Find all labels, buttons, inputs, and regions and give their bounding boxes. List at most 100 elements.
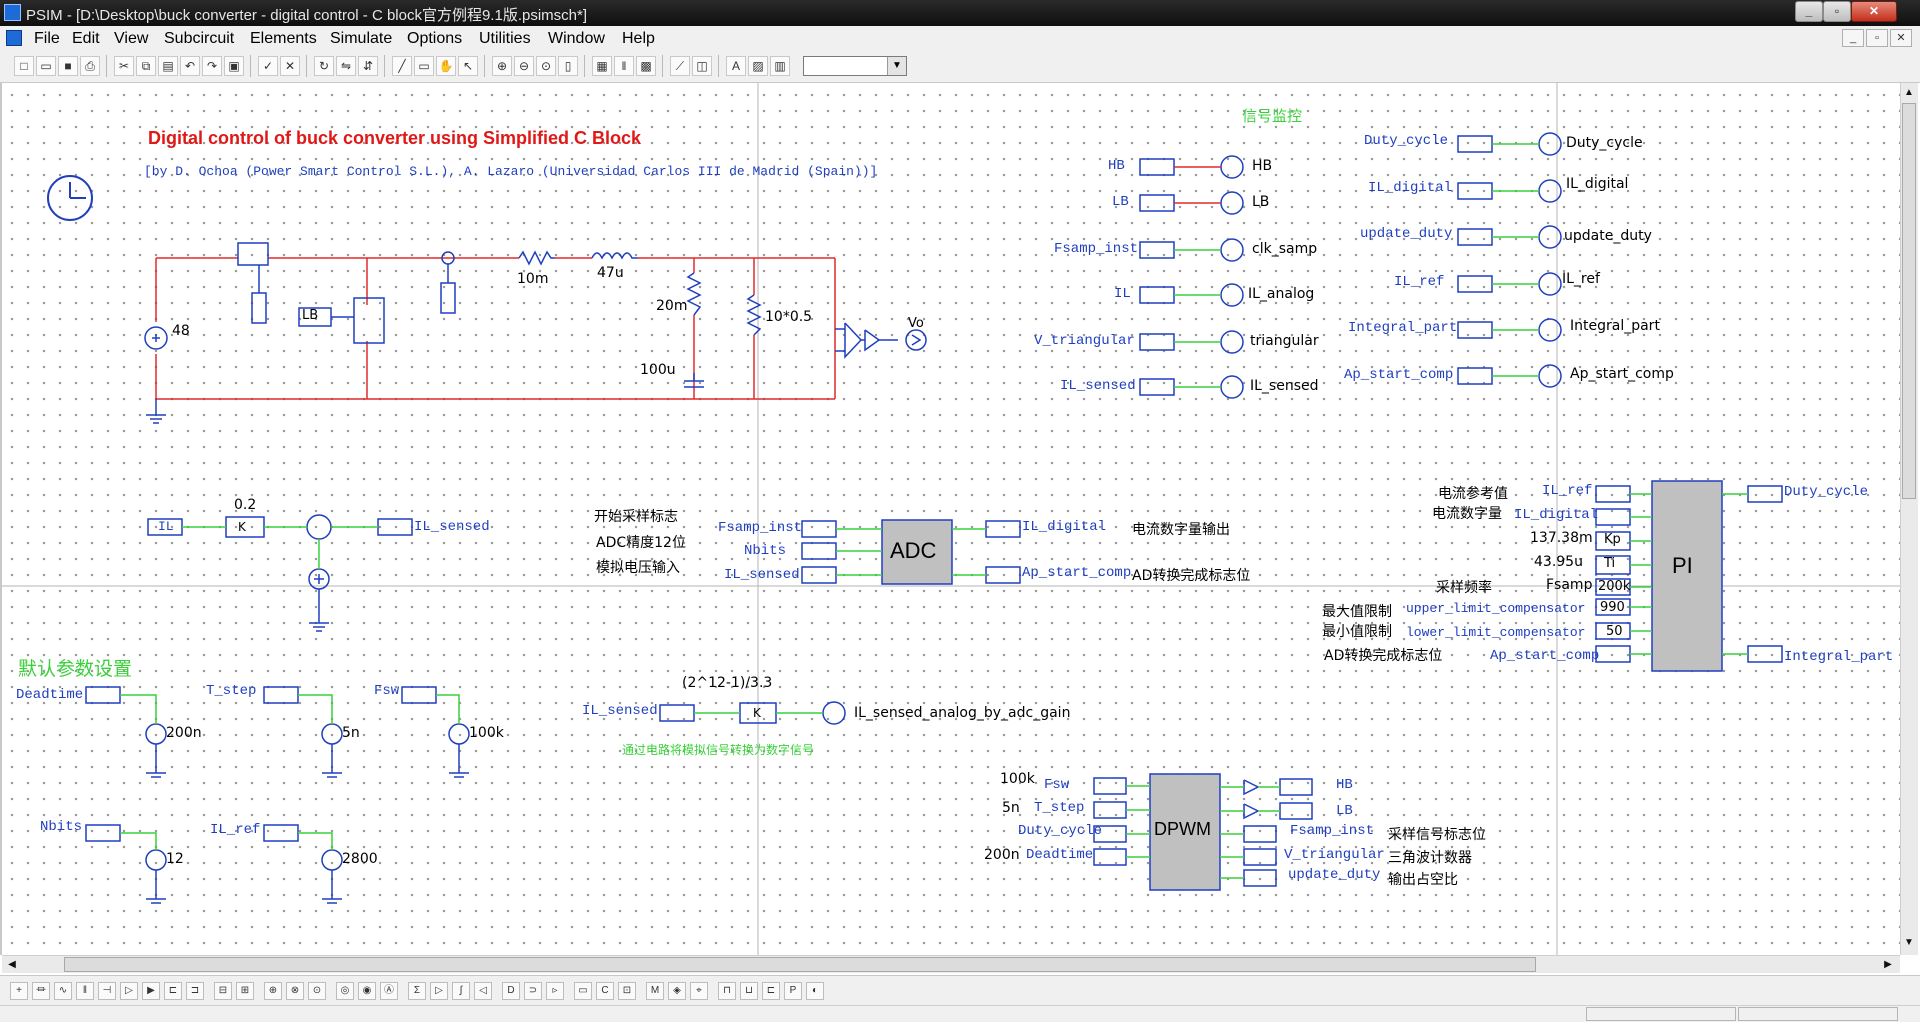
- motor-icon[interactable]: M: [646, 982, 664, 1000]
- wire-icon[interactable]: ╱: [392, 56, 412, 76]
- zoom-in-icon[interactable]: ⊕: [492, 56, 512, 76]
- dpwm-block-label[interactable]: DPWM: [1154, 819, 1211, 839]
- close-button[interactable]: ✕: [1851, 1, 1897, 22]
- menu-elements[interactable]: Elements: [250, 30, 317, 47]
- or-gate-icon[interactable]: ⊃: [524, 982, 542, 1000]
- image-icon[interactable]: ▨: [748, 56, 768, 76]
- not-gate-icon[interactable]: ▹: [546, 982, 564, 1000]
- check-icon[interactable]: ✓: [258, 56, 278, 76]
- diode-icon[interactable]: ▷: [120, 982, 138, 1000]
- zoom-combo[interactable]: ▼: [803, 56, 907, 76]
- text-icon[interactable]: A: [726, 56, 746, 76]
- menu-subcircuit[interactable]: Subcircuit: [164, 30, 235, 47]
- scroll-up-icon[interactable]: ▲: [1904, 87, 1914, 98]
- select-icon[interactable]: ↖: [458, 56, 478, 76]
- gain-icon[interactable]: ▷: [430, 982, 448, 1000]
- parameter-icon[interactable]: ▥: [770, 56, 790, 76]
- flip-tb-icon[interactable]: ⇵: [358, 56, 378, 76]
- capacitor-icon[interactable]: ‖: [76, 982, 94, 1000]
- inductor-icon[interactable]: ∿: [54, 982, 72, 1000]
- vertical-scroll-thumb[interactable]: [1902, 103, 1916, 499]
- new-icon[interactable]: □: [14, 56, 34, 76]
- schematic-canvas[interactable]: Digital control of buck converter using …: [0, 83, 1918, 955]
- current-source-icon[interactable]: ⊙: [308, 982, 326, 1000]
- redo-icon[interactable]: ↷: [202, 56, 222, 76]
- doc-close-button[interactable]: ✕: [1890, 29, 1912, 47]
- rlc-icon[interactable]: ⊣: [98, 982, 116, 1000]
- menu-edit[interactable]: Edit: [72, 30, 100, 47]
- menu-view[interactable]: View: [114, 30, 149, 47]
- flip-lr-icon[interactable]: ⇋: [336, 56, 356, 76]
- current-probe-icon[interactable]: ◉: [358, 982, 376, 1000]
- clipboard-icon[interactable]: ▣: [224, 56, 244, 76]
- comparator-icon[interactable]: ◁: [474, 982, 492, 1000]
- pi-block-label[interactable]: PI: [1672, 553, 1693, 578]
- label-icon[interactable]: ▭: [414, 56, 434, 76]
- scroll-down-icon[interactable]: ▼: [1904, 937, 1914, 948]
- delete-icon[interactable]: ✕: [280, 56, 300, 76]
- meter-icon[interactable]: ◫: [692, 56, 712, 76]
- maximize-button[interactable]: ▫: [1823, 1, 1851, 22]
- sensor-icon[interactable]: ◈: [668, 982, 686, 1000]
- minimize-button[interactable]: _: [1795, 1, 1823, 22]
- psim-app-icon[interactable]: [4, 4, 21, 21]
- paste-icon[interactable]: ▤: [158, 56, 178, 76]
- ac-source-icon[interactable]: ⊗: [286, 982, 304, 1000]
- cut-icon[interactable]: ✂: [114, 56, 134, 76]
- zoom-page-icon[interactable]: ▯: [558, 56, 578, 76]
- simview-icon[interactable]: ▩: [636, 56, 656, 76]
- copy-icon[interactable]: ⧉: [136, 56, 156, 76]
- doc-minimize-button[interactable]: _: [1842, 29, 1864, 47]
- dc-source-icon[interactable]: ⊕: [264, 982, 282, 1000]
- transformer-icon[interactable]: ⊞: [236, 982, 254, 1000]
- voltage-probe-icon[interactable]: ◎: [336, 982, 354, 1000]
- horizontal-scrollbar[interactable]: ◀ ▶: [2, 955, 1900, 973]
- subcircuit-icon[interactable]: ⊡: [618, 982, 636, 1000]
- resistor-icon[interactable]: ⏛: [32, 982, 50, 1000]
- simulate-icon[interactable]: ▦: [592, 56, 612, 76]
- menu-utilities[interactable]: Utilities: [479, 30, 531, 47]
- document-icon[interactable]: [6, 30, 22, 46]
- print-icon[interactable]: ⎙: [80, 56, 100, 76]
- and-gate-icon[interactable]: D: [502, 982, 520, 1000]
- scope-icon[interactable]: ◐: [806, 982, 824, 1000]
- cblock-icon[interactable]: C: [596, 982, 614, 1000]
- switch-icon[interactable]: ⊟: [214, 982, 232, 1000]
- vertical-scrollbar[interactable]: ▲ ▼: [1900, 83, 1918, 955]
- menu-file[interactable]: File: [34, 30, 60, 47]
- integrator-icon[interactable]: ∫: [452, 982, 470, 1000]
- dpwm-in-tstep: T_step: [1034, 800, 1085, 816]
- menu-help[interactable]: Help: [622, 30, 655, 47]
- rotate-icon[interactable]: ↻: [314, 56, 334, 76]
- scroll-right-icon[interactable]: ▶: [1884, 959, 1892, 970]
- pid-icon[interactable]: P: [784, 982, 802, 1000]
- ammeter-icon[interactable]: Ⓐ: [380, 982, 398, 1000]
- horizontal-scroll-thumb[interactable]: [64, 957, 1536, 972]
- menu-options[interactable]: Options: [407, 30, 463, 47]
- chevron-down-icon[interactable]: ▼: [887, 57, 906, 75]
- adc-out-note-0: 电流数字量输出: [1132, 522, 1230, 538]
- delay-icon[interactable]: ⊔: [740, 982, 758, 1000]
- thyristor-icon[interactable]: ▶: [142, 982, 160, 1000]
- pause-icon[interactable]: ‖: [614, 56, 634, 76]
- scroll-left-icon[interactable]: ◀: [8, 959, 16, 970]
- sum-icon[interactable]: Σ: [408, 982, 426, 1000]
- pan-icon[interactable]: ✋: [436, 56, 456, 76]
- ground-icon[interactable]: +: [10, 982, 28, 1000]
- filter-icon[interactable]: ⊏: [762, 982, 780, 1000]
- zoom-fit-icon[interactable]: ⊙: [536, 56, 556, 76]
- meter-element-icon[interactable]: ⌖: [690, 982, 708, 1000]
- label-port-icon[interactable]: ▭: [574, 982, 592, 1000]
- doc-restore-button[interactable]: ▫: [1866, 29, 1888, 47]
- igbt-icon[interactable]: ⊐: [186, 982, 204, 1000]
- adc-block-label[interactable]: ADC: [890, 538, 937, 563]
- zoh-icon[interactable]: ⊓: [718, 982, 736, 1000]
- menu-window[interactable]: Window: [548, 30, 605, 47]
- probe-icon[interactable]: ⟋: [670, 56, 690, 76]
- save-icon[interactable]: ■: [58, 56, 78, 76]
- menu-simulate[interactable]: Simulate: [330, 30, 393, 47]
- zoom-out-icon[interactable]: ⊖: [514, 56, 534, 76]
- open-icon[interactable]: ▭: [36, 56, 56, 76]
- mosfet-icon[interactable]: ⊏: [164, 982, 182, 1000]
- undo-icon[interactable]: ↶: [180, 56, 200, 76]
